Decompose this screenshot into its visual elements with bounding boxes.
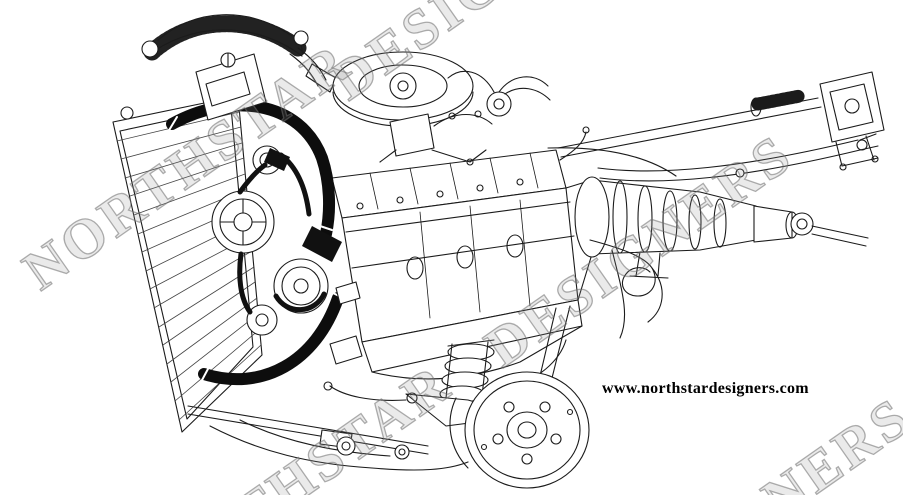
fan-belt-segment [264, 148, 290, 171]
dipstick [547, 126, 677, 177]
water-pump-inlet [335, 281, 361, 305]
steering-column [557, 71, 885, 171]
engine-lift-bracket [195, 52, 267, 121]
duct-cap-icon [293, 30, 309, 46]
u-joint-icon [790, 212, 814, 236]
carburetor [379, 110, 493, 166]
belt-and-pulleys [211, 145, 342, 336]
website-url: www.northstardesigners.com [602, 380, 809, 397]
transmission [565, 176, 869, 301]
air-cleaner-snorkel [305, 63, 337, 93]
brake-drum [449, 371, 590, 489]
steering-coupling [751, 89, 807, 111]
corrugated-duct [141, 14, 327, 87]
alternator-pulley [246, 304, 278, 336]
radiator-cap-icon [120, 106, 134, 120]
tie-rod [597, 133, 879, 182]
air-cleaner [305, 51, 474, 127]
fan-belt-segment [302, 226, 342, 262]
frame-rails [187, 405, 469, 471]
steering-box [819, 71, 885, 143]
lower-radiator-hose [198, 292, 344, 386]
distributor [447, 70, 551, 117]
fluid-lines [589, 239, 663, 339]
engine-block [329, 149, 583, 380]
engine-mount [329, 335, 363, 365]
